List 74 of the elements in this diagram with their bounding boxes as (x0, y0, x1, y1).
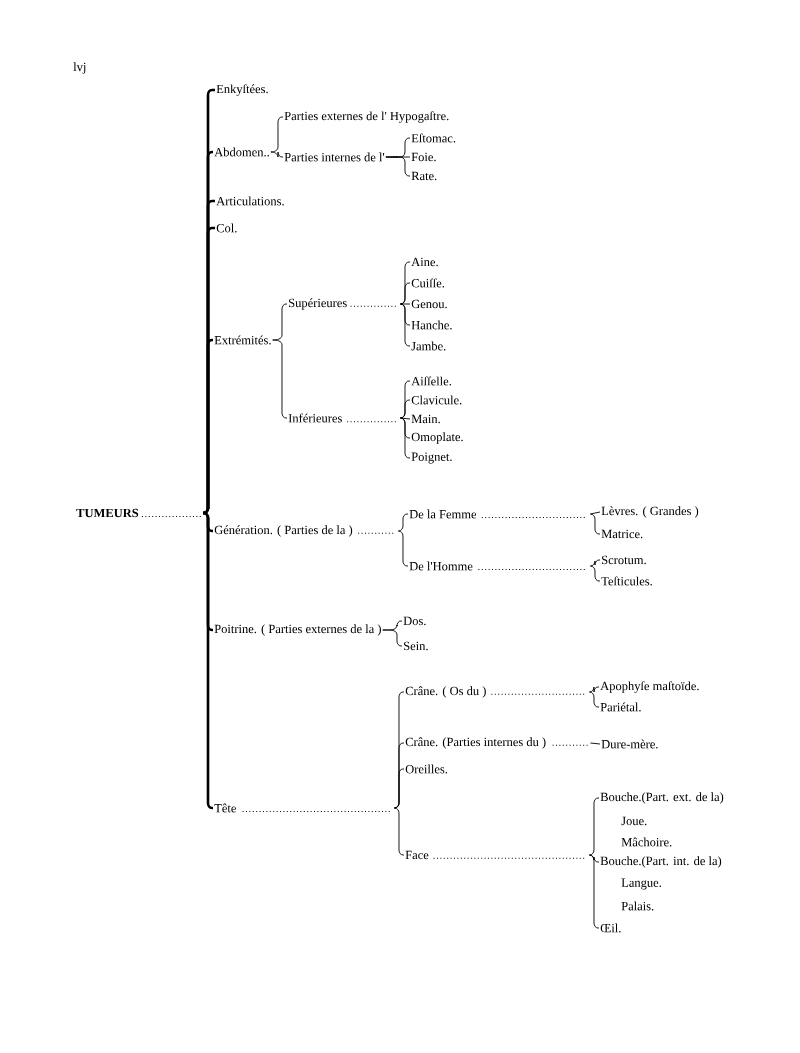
brace (589, 742, 601, 745)
entry-text: Abdomen.. (214, 147, 269, 157)
entry-text: Jambe. (411, 341, 446, 351)
entry-text: Matrice. (601, 529, 643, 539)
entry-text: Sein. (404, 641, 428, 651)
entry-text: Rate. (411, 171, 437, 181)
brace (393, 807, 405, 856)
entry-text: Teſticules. (601, 576, 652, 586)
entry-text: De l'Homme (409, 561, 585, 571)
brace (589, 513, 601, 535)
entry-text: Aine. (411, 257, 438, 267)
entry-text: Face (405, 850, 585, 860)
brace (393, 768, 405, 809)
entry-text: Lèvres. ( Grandes ) (601, 506, 699, 518)
entry-text: Parties externes de l' Hypogaſtre. (284, 111, 449, 123)
entry-text: Inférieures (288, 413, 396, 423)
brace (272, 339, 288, 419)
entry-text: Mâchoire. (621, 837, 672, 847)
entry-text: Oreilles. (405, 764, 448, 774)
entry-text: Crâne. ( Os du ) (405, 686, 585, 698)
brace (202, 338, 214, 515)
entry-text: Articulations. (216, 196, 284, 206)
entry-text: Joue. (621, 816, 647, 826)
brace (588, 686, 600, 693)
entry-text: Apophyſe maſtoïde. (600, 681, 699, 693)
brace (397, 530, 409, 567)
entry-text: TUMEURS (76, 508, 201, 518)
entry-text: De la Femme (409, 509, 585, 519)
brace (589, 511, 601, 515)
brace (399, 303, 411, 347)
entry-text: Bouche.(Part. ext. de la) (600, 792, 724, 804)
entry-text: Pariétal. (600, 702, 641, 712)
brace (399, 417, 411, 459)
entry-text: Col. (216, 223, 237, 233)
brace (270, 151, 284, 158)
entry-text: Extrémités. (214, 335, 271, 345)
brace (382, 629, 403, 647)
entry-text: Aiſſelle. (411, 376, 451, 386)
entry-text: Enkyſtées. (216, 84, 268, 96)
brace (399, 303, 411, 305)
entry-text: Omoplate. (411, 432, 463, 444)
entry-text: Bouche.(Part. int. de la) (600, 856, 722, 868)
entry-text: Eſtomac. (411, 133, 456, 143)
brace (270, 116, 284, 153)
entry-text: Foie. (411, 152, 436, 162)
entry-text: Main. (411, 414, 440, 424)
entry-text: Génération. ( Parties de la ) (214, 525, 394, 537)
brace (399, 417, 411, 420)
entry-text: Cuiſſe. (411, 278, 445, 288)
brace (385, 156, 411, 177)
brace (272, 303, 288, 341)
entry-text: Hanche. (411, 320, 452, 330)
entry-text: Langue. (621, 878, 661, 890)
entry-text: Œil. (600, 923, 621, 933)
entry-text: Poitrine. ( Parties externes de la ) (214, 624, 381, 636)
entry-text: Clavicule. (411, 395, 462, 405)
entry-text: Genou. (411, 299, 447, 309)
entry-text: Dos. (403, 616, 426, 626)
brace (588, 691, 600, 708)
entry-text: Poignet. (411, 452, 452, 464)
brace (399, 399, 411, 419)
brace (588, 854, 600, 929)
brace (397, 513, 409, 532)
entry-text: Tête (214, 803, 390, 813)
brace (588, 797, 600, 856)
brace (589, 565, 601, 582)
brace (589, 559, 601, 567)
entry-text: Dure-mère. (601, 739, 658, 749)
entry-text: Crâne. (Parties internes du ) (405, 737, 588, 749)
entry-text: Parties internes de l' (284, 152, 385, 162)
page-number: lvj (73, 62, 86, 74)
entry-text: Supérieures (289, 298, 396, 310)
entry-text: Scrotum. (602, 555, 646, 565)
entry-text: Palais. (621, 901, 654, 911)
